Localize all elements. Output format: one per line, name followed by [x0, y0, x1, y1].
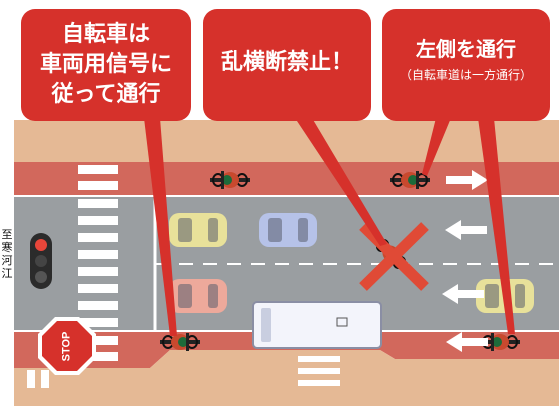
- traffic-light-icon: [30, 233, 52, 289]
- callout-keep-left-text: 左側を通行: [416, 37, 516, 61]
- callout-no-zigzag: 乱横断禁止！: [203, 9, 371, 121]
- bicycle-top-left: [210, 171, 250, 189]
- direction-char: 至: [1, 228, 13, 241]
- car-blue: [259, 213, 317, 247]
- direction-label: 至 寒 河 江: [0, 228, 14, 280]
- arrow-left-icon: [445, 220, 487, 240]
- arrow-left-icon: [442, 284, 484, 304]
- callout-pointers: [144, 118, 515, 336]
- bike-lane-bottom: [14, 331, 559, 368]
- car-yellow-1: [169, 213, 227, 247]
- direction-char: 寒: [1, 241, 13, 254]
- crosswalk-bottom-right: [298, 356, 340, 386]
- stop-sign-icon: [38, 317, 96, 375]
- curb-marks: [27, 370, 49, 388]
- bus-icon: [252, 301, 382, 349]
- bicycle-bottom-left: [159, 332, 201, 352]
- sidewalk-top: [14, 120, 559, 162]
- stop-sign-text: STOP: [60, 331, 73, 362]
- prohibited-cross-icon: [359, 222, 429, 291]
- callout-keep-left-note: （自転車道は一方通行）: [399, 68, 532, 82]
- arrow-left-icon: [446, 332, 488, 352]
- direction-char: 江: [1, 267, 13, 280]
- sidewalk-bottom: [14, 350, 559, 406]
- direction-char: 河: [1, 254, 13, 267]
- callout-signal-rule: 自転車は 車両用信号に 従って通行: [21, 9, 191, 121]
- arrow-right-icon: [446, 170, 488, 190]
- callout-signal-text: 自転車は 車両用信号に 従って通行: [39, 22, 172, 107]
- crosswalk: [78, 165, 118, 361]
- callout-keep-left: 左側を通行 （自転車道は一方通行）: [382, 9, 550, 121]
- car-pink: [169, 279, 227, 313]
- callout-no-zigzag-text: 乱横断禁止！: [220, 50, 353, 75]
